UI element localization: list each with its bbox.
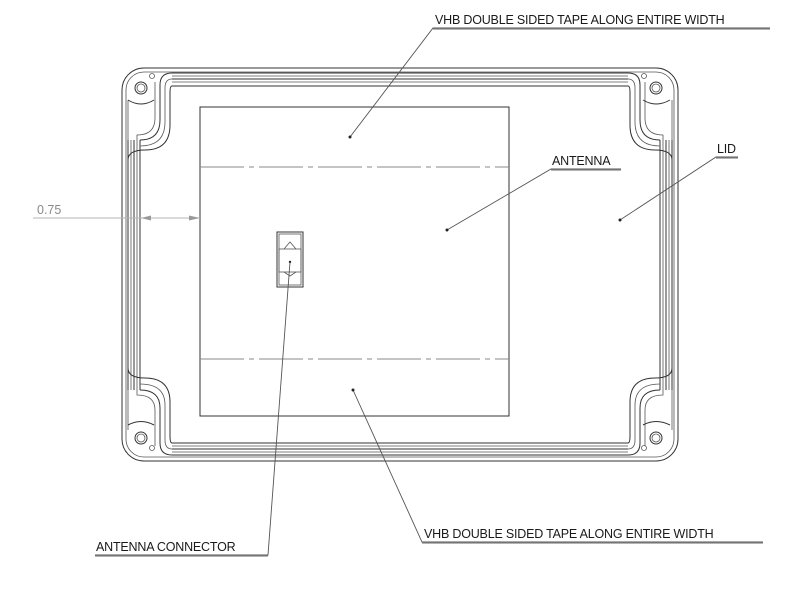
- callout-antenna: ANTENNA: [445, 154, 621, 232]
- dimension-value: 0.75: [37, 203, 61, 217]
- screw-boss-bottom-left: [127, 421, 155, 451]
- antenna-panel: [199, 106, 510, 417]
- screw-boss-top-left: [127, 73, 155, 105]
- enclosure-lid: [121, 67, 679, 462]
- callout-tape-top: VHB DOUBLE SIDED TAPE ALONG ENTIRE WIDTH: [348, 13, 770, 139]
- screw-boss-top-right: [641, 73, 671, 105]
- antenna-connector: [276, 231, 304, 288]
- label-lid: LID: [717, 142, 736, 156]
- callout-lid: LID: [618, 142, 738, 222]
- callout-antenna-connector: ANTENNA CONNECTOR: [95, 261, 291, 557]
- label-antenna: ANTENNA: [552, 154, 611, 168]
- dimension-margin: 0.75: [33, 203, 200, 221]
- label-antenna-connector: ANTENNA CONNECTOR: [96, 540, 236, 554]
- callout-tape-bottom: VHB DOUBLE SIDED TAPE ALONG ENTIRE WIDTH: [351, 388, 763, 544]
- screw-boss-bottom-right: [641, 421, 671, 451]
- label-tape-top: VHB DOUBLE SIDED TAPE ALONG ENTIRE WIDTH: [435, 13, 725, 27]
- label-tape-bottom: VHB DOUBLE SIDED TAPE ALONG ENTIRE WIDTH: [424, 527, 714, 541]
- gasket-groove: [127, 72, 673, 456]
